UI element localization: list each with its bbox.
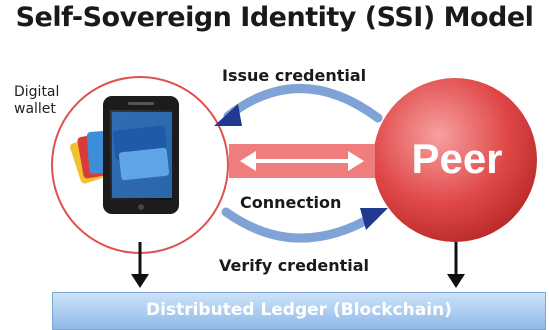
verify-credential-arrow	[221, 207, 388, 243]
digital-wallet-node	[51, 76, 229, 254]
wallet-label: Digital wallet	[14, 84, 60, 117]
peer-to-ledger-arrow	[447, 242, 465, 288]
issue-credential-arrow	[214, 84, 383, 126]
ledger-label: Distributed Ledger (Blockchain)	[146, 300, 452, 320]
diagram-title: Self-Sovereign Identity (SSI) Model	[15, 2, 534, 33]
wallet-to-ledger-arrow	[131, 242, 149, 288]
connection-arrow	[229, 144, 375, 178]
peer-node	[373, 78, 537, 242]
distributed-ledger-bar	[52, 292, 546, 330]
peer-label: Peer	[411, 135, 503, 182]
connection-label: Connection	[240, 193, 342, 212]
smartphone-icon	[103, 96, 179, 214]
issue-credential-label: Issue credential	[222, 66, 367, 85]
verify-credential-label: Verify credential	[219, 256, 370, 275]
